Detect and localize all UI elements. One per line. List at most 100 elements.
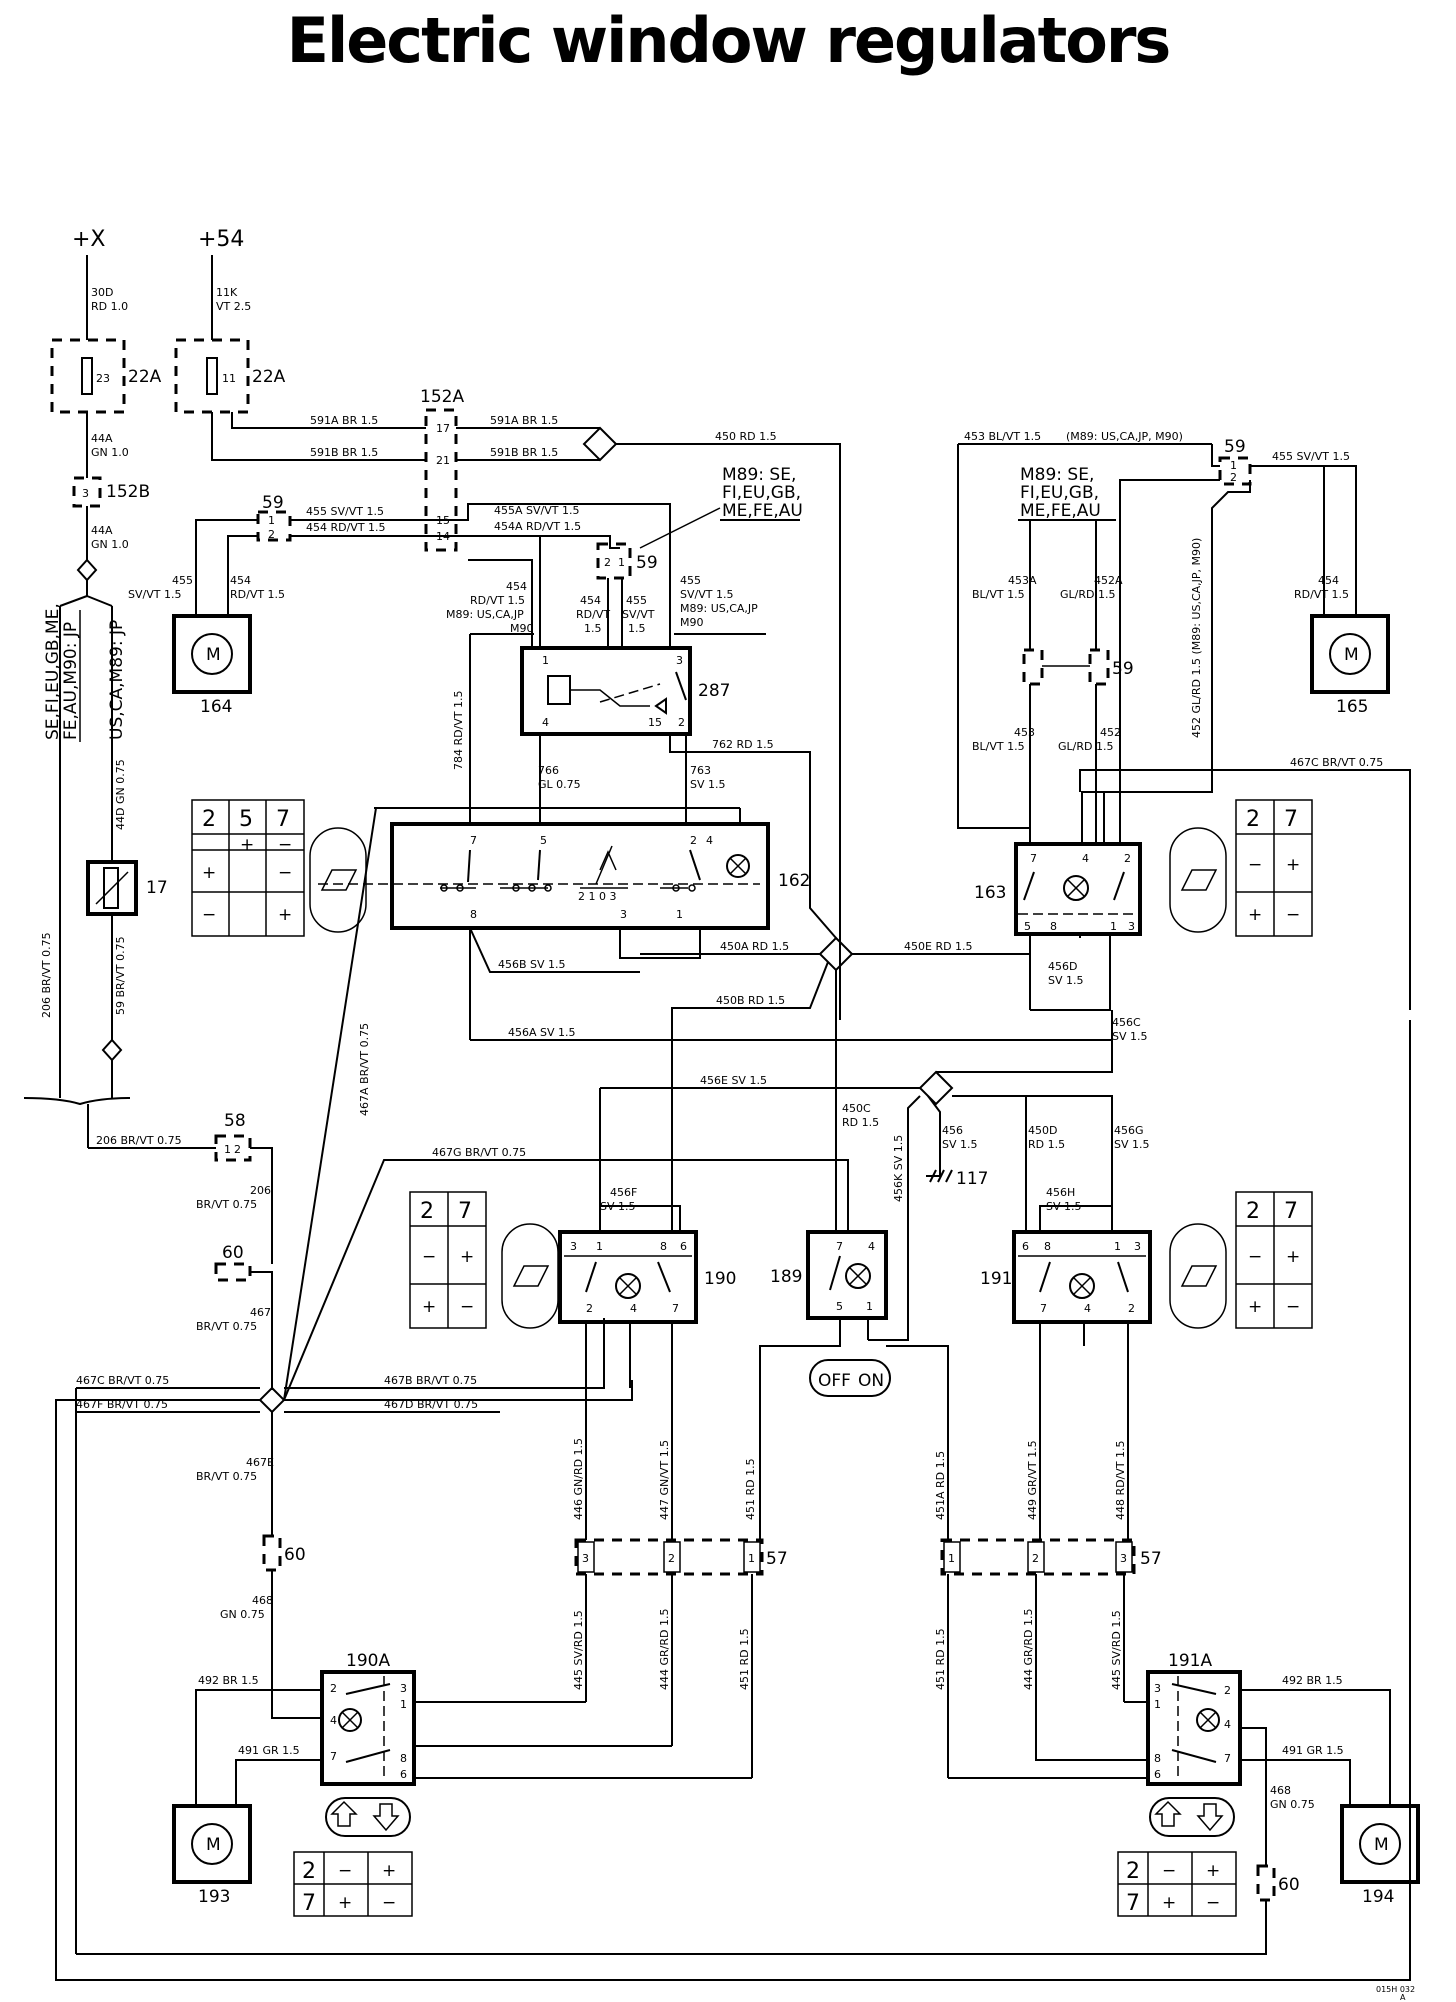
lamp-190-icon [615,1273,641,1299]
svg-text:5: 5 [540,834,547,847]
wire-467-label: 467 [250,1306,271,1319]
svg-text:2: 2 [1124,852,1131,865]
switch-190-box [558,1230,698,1324]
wire-468b-spec: GN 0.75 [1270,1798,1315,1811]
note-m89-right-2: FI,EU,GB, [1020,483,1099,503]
svg-text:3: 3 [582,1552,589,1565]
svg-text:1: 1 [1110,920,1117,933]
t191-r1c0: − [1248,1247,1262,1267]
svg-text:6: 6 [1022,1240,1029,1253]
up-down-switch-right-icon [1149,1797,1235,1837]
t194-r1c2: + [1206,1861,1220,1881]
wire-452a-label: 452A [1094,574,1123,587]
svg-text:5: 5 [836,1300,843,1313]
off-label: OFF [818,1371,851,1391]
t194-r2c0: 7 [1126,1891,1140,1916]
wire-456g-spec: SV 1.5 [1114,1138,1150,1151]
t162-h0: 2 [202,807,216,832]
t190-r1c0: − [422,1247,436,1267]
wire-454-n-spec: RD/VT 1.5 [470,594,525,607]
switch-190: 456F SV 1.5 3 1 8 6 2 4 7 190 2 7 − + + … [409,1186,736,1540]
svg-text:1: 1 [676,908,683,921]
wire-467c-top-label: 467C BR/VT 0.75 [1290,756,1383,769]
wire-11k-spec: VT 2.5 [216,300,251,313]
motor-193-icon [191,1823,233,1865]
fuse-box-22a-right [174,338,250,414]
wire-455-o-size: 1.5 [628,622,646,635]
t163-h0: 2 [1246,807,1260,832]
t163-h1: 7 [1284,807,1298,832]
t162-r1c1: + [240,835,254,855]
svg-text:4: 4 [542,716,549,729]
wire-44a-2-label: 44A [91,524,113,537]
svg-text:2: 2 [690,834,697,847]
t194-r2c1: + [1162,1893,1176,1913]
wire-450e-label: 450E RD 1.5 [904,940,973,953]
lamp-189-icon [845,1263,871,1289]
svg-text:4: 4 [630,1302,637,1315]
wire-449-label: 449 GR/VT 1.5 [1026,1440,1039,1520]
market-note-1: SE,FI,EU,GB,ME, [43,603,63,740]
wire-468b-label: 468 [1270,1784,1291,1797]
motor-165-m: M [1344,645,1359,665]
wire-452-label: 452 [1100,726,1121,739]
connector-59-right-mid-label: 59 [1112,659,1134,679]
center-splices: 450A RD 1.5 450E RD 1.5 450B RD 1.5 450C… [599,936,1150,1341]
wire-455-o-spec: SV/VT [622,608,655,621]
t193-r2c0: 7 [302,1891,316,1916]
wire-456g-label: 456G [1114,1124,1144,1137]
svg-text:1: 1 [224,1143,231,1156]
wire-468a-spec: GN 0.75 [220,1608,265,1621]
switch-189: 7 4 5 1 189 OFF ON [759,1230,949,1540]
connector-59-right-label: 59 [1224,437,1246,457]
svg-text:1: 1 [596,1240,603,1253]
wire-762-label: 762 RD 1.5 [712,738,774,751]
wire-467f-label: 467F BR/VT 0.75 [76,1398,168,1411]
lamp-191a-icon [1196,1708,1220,1732]
market-note-2: FE,AU,M90: JP [61,622,81,740]
wire-453a-label: 453A [1008,574,1037,587]
svg-text:8: 8 [400,1752,407,1765]
wire-492-right-label: 492 BR 1.5 [1282,1674,1343,1687]
t162-r2c0: + [202,863,216,883]
wire-206b-label: 206 [250,1184,271,1197]
wire-454-m-label: 454 [230,574,251,587]
wire-591a-right-label: 591A BR 1.5 [490,414,558,427]
switch-190a-group: 190A 2 3 1 4 7 8 6 492 BR 1.5 491 GR 1.5… [172,1651,752,1917]
svg-text:2: 2 [1230,471,1237,484]
switch-162-label: 162 [778,871,810,891]
t190-r2c0: + [422,1297,436,1317]
svg-text:8: 8 [470,908,477,921]
splice-59 [101,1038,123,1062]
wire-450a-label: 450A RD 1.5 [720,940,789,953]
market-note-3: US,CA,M89: JP [107,620,127,740]
svg-text:21: 21 [436,454,450,467]
wire-206b-spec: BR/VT 0.75 [196,1198,257,1211]
svg-text:1: 1 [1114,1240,1121,1253]
motor-165-icon [1329,633,1371,675]
wire-492-left-label: 492 BR 1.5 [198,1674,259,1687]
wire-444-right-label: 444 GR/RD 1.5 [1022,1609,1035,1690]
wire-452-spec: GL/RD 1.5 [1058,740,1113,753]
switch-191-box [1012,1230,1152,1324]
svg-text:1: 1 [1154,1698,1161,1711]
wire-455-m-label: 455 [172,574,193,587]
wire-456h-spec: SV 1.5 [1046,1200,1082,1213]
svg-text:4: 4 [1082,852,1089,865]
motor-194-icon [1359,1823,1401,1865]
fuse-23-icon [81,357,93,395]
wire-467-spec: BR/VT 0.75 [196,1320,257,1333]
wire-455-p-note: M89: US,CA,JP [680,602,758,615]
wire-451-label: 451 RD 1.5 [744,1458,757,1520]
svg-text:1: 1 [618,556,625,569]
connector-57-left-label: 57 [766,1549,788,1569]
t193-r2c1: + [338,1893,352,1913]
wire-455-p-label: 455 [680,574,701,587]
wire-451-left-label: 451 RD 1.5 [738,1628,751,1690]
connector-59-right-mid-b [1088,648,1110,686]
svg-text:1: 1 [542,654,549,667]
wire-456b-label: 456B SV 1.5 [498,958,566,971]
t193-r1c0: 2 [302,1859,316,1884]
t162-h2: 7 [276,807,290,832]
connector-60-lower-label: 60 [284,1545,306,1565]
